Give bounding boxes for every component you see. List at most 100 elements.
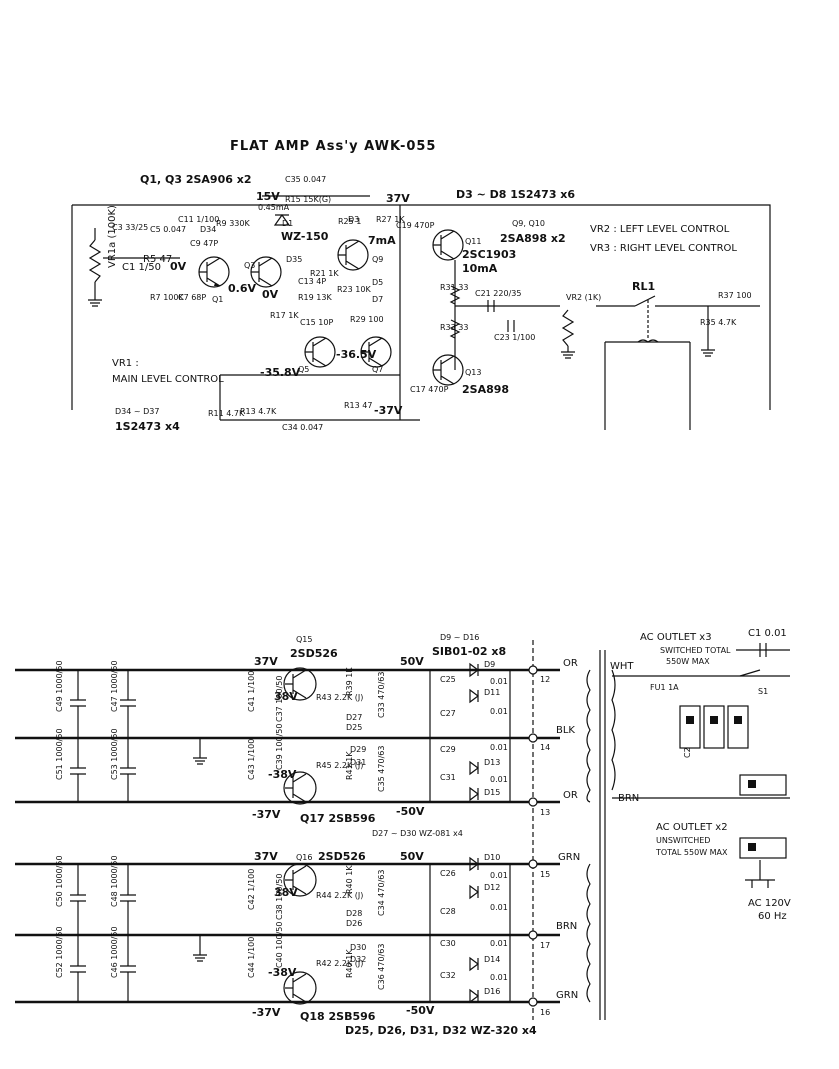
switch-s1 (736, 643, 790, 677)
c23-capacitor (507, 320, 515, 332)
c19-label: C19 470P (396, 221, 435, 230)
v38a-label: 38V (274, 690, 298, 703)
d10-label: D10 (484, 853, 500, 862)
q1-transistor (198, 256, 230, 288)
c21-label: C21 220/35 (475, 289, 521, 298)
d34-d37-part: 1S2473 x4 (115, 420, 180, 433)
vr1-note-a: VR1 : (112, 358, 139, 369)
r23-label: R23 10K (337, 285, 371, 294)
r13b-label: R13 47 (344, 401, 372, 410)
q9-transistor (337, 239, 369, 271)
q15-label: Q15 (296, 635, 312, 644)
v365-label: -36.5V (336, 348, 377, 361)
d9-d16-part: SIB01-02 x8 (432, 645, 506, 658)
d34-d37-label: D34 ~ D37 (115, 407, 159, 416)
c26-value: 0.01 (490, 871, 508, 880)
q15-part: 2SD526 (290, 647, 338, 660)
d27-d30-label: D27 ~ D30 WZ-081 x4 (372, 829, 463, 838)
d29-label: D29 (350, 745, 366, 754)
c29-label: C29 (440, 745, 456, 754)
vr1a-potentiometer (88, 228, 112, 307)
r15-label: R15 15K(G) (285, 195, 331, 204)
r11-label: R11 4.7K (208, 409, 245, 418)
current-10ma-label: 10mA (462, 262, 498, 275)
wire-or1: OR (563, 658, 578, 669)
term-14: 14 (540, 743, 550, 752)
c26-label: C26 (440, 869, 456, 878)
flat-amp-title: FLAT AMP Ass'y AWK-055 (230, 139, 436, 154)
outlet-un-note-b: TOTAL 550W MAX (655, 848, 728, 857)
rl1-label: RL1 (632, 280, 655, 293)
vr2-label: VR2 (1K) (566, 293, 601, 302)
d15-label: D15 (484, 788, 500, 797)
c30-value: 0.01 (490, 939, 508, 948)
c3-label: C3 33/25 (112, 223, 148, 232)
wire-brn1: BRN (556, 921, 577, 932)
filter-caps-a (70, 670, 207, 802)
d34-label: D34 (200, 225, 216, 234)
q3-transistor (250, 256, 282, 288)
outlet-sw-note-b: 550W MAX (666, 657, 710, 666)
s1-label: S1 (758, 687, 768, 696)
bias-network (219, 374, 420, 421)
c25-label: C25 (440, 675, 456, 684)
ac-plug (745, 860, 775, 888)
r35-label: R35 4.7K (700, 318, 737, 327)
c41-label: C41 1/100 (247, 671, 256, 712)
r5-label: R5 47 (143, 254, 172, 265)
c31-value: 0.01 (490, 775, 508, 784)
q16-transistor (283, 863, 317, 897)
d1-label: D1 (282, 219, 293, 228)
bridge-a-frame (429, 670, 511, 802)
vm37-label: -37V (374, 404, 403, 417)
bridge-a-diodes (469, 662, 479, 802)
mains-wires (612, 675, 790, 799)
d25-label: D25 (346, 723, 362, 732)
current-7ma-label: 7mA (368, 234, 396, 247)
c17-label: C17 470P (410, 385, 449, 394)
q7-transistor (360, 336, 392, 368)
q18-label: Q18 2SB596 (300, 1010, 376, 1023)
c1-label: C1 0.01 (748, 628, 787, 639)
c48-label: C48 1000/50 (110, 855, 119, 907)
r44-label: R44 2.2K (J) (316, 891, 363, 900)
c9-label: C9 47P (190, 239, 218, 248)
c36-label: C36 470/63 (377, 944, 386, 990)
term-12: 12 (540, 675, 550, 684)
d5-label: D5 (372, 278, 383, 287)
v06-label: 0.6V (228, 282, 256, 295)
c37-label: C37 100/50 (275, 676, 284, 722)
c11-label: C11 1/100 (178, 215, 219, 224)
v0b-label: 0V (262, 288, 279, 301)
bridge-b-frame (429, 864, 511, 1002)
d14-label: D14 (484, 955, 500, 964)
c1-label: C1 1/50 (122, 262, 161, 273)
d25-d32-label: D25, D26, D31, D32 WZ-320 x4 (345, 1024, 537, 1037)
c32-label: C32 (440, 971, 456, 980)
rl1-contact (596, 295, 720, 307)
r39-label: R39 1K (345, 667, 354, 696)
outlet-sw-label: AC OUTLET x3 (640, 632, 712, 643)
r19-label: R19 13K (298, 293, 332, 302)
c23-label: C23 1/100 (494, 333, 535, 342)
c46-label: C46 1000/50 (110, 926, 119, 978)
c52-label: C52 1000/50 (55, 926, 64, 978)
q17-transistor (283, 771, 317, 805)
q13-label: Q13 (465, 368, 481, 377)
c21-capacitor (487, 300, 495, 312)
r31-resistor (449, 285, 461, 305)
d16-label: D16 (484, 987, 500, 996)
wire-blk: BLK (556, 725, 575, 736)
r9-label: R9 330K (216, 219, 250, 228)
c27-label: C27 (440, 709, 456, 718)
ac-in-a: AC 120V (748, 898, 791, 909)
q9-q10-label: Q9, Q10 (512, 219, 545, 228)
c35-label: C35 470/63 (377, 746, 386, 792)
d1-zener-symbol (273, 213, 291, 226)
wire-grn2: GRN (556, 990, 578, 1001)
d3-d8-label: D3 ~ D8 1S2473 x6 (456, 188, 575, 201)
r35-ground (701, 306, 715, 357)
r43-label: R43 2.2K (J) (316, 693, 363, 702)
c47-label: C47 1000/50 (110, 660, 119, 712)
